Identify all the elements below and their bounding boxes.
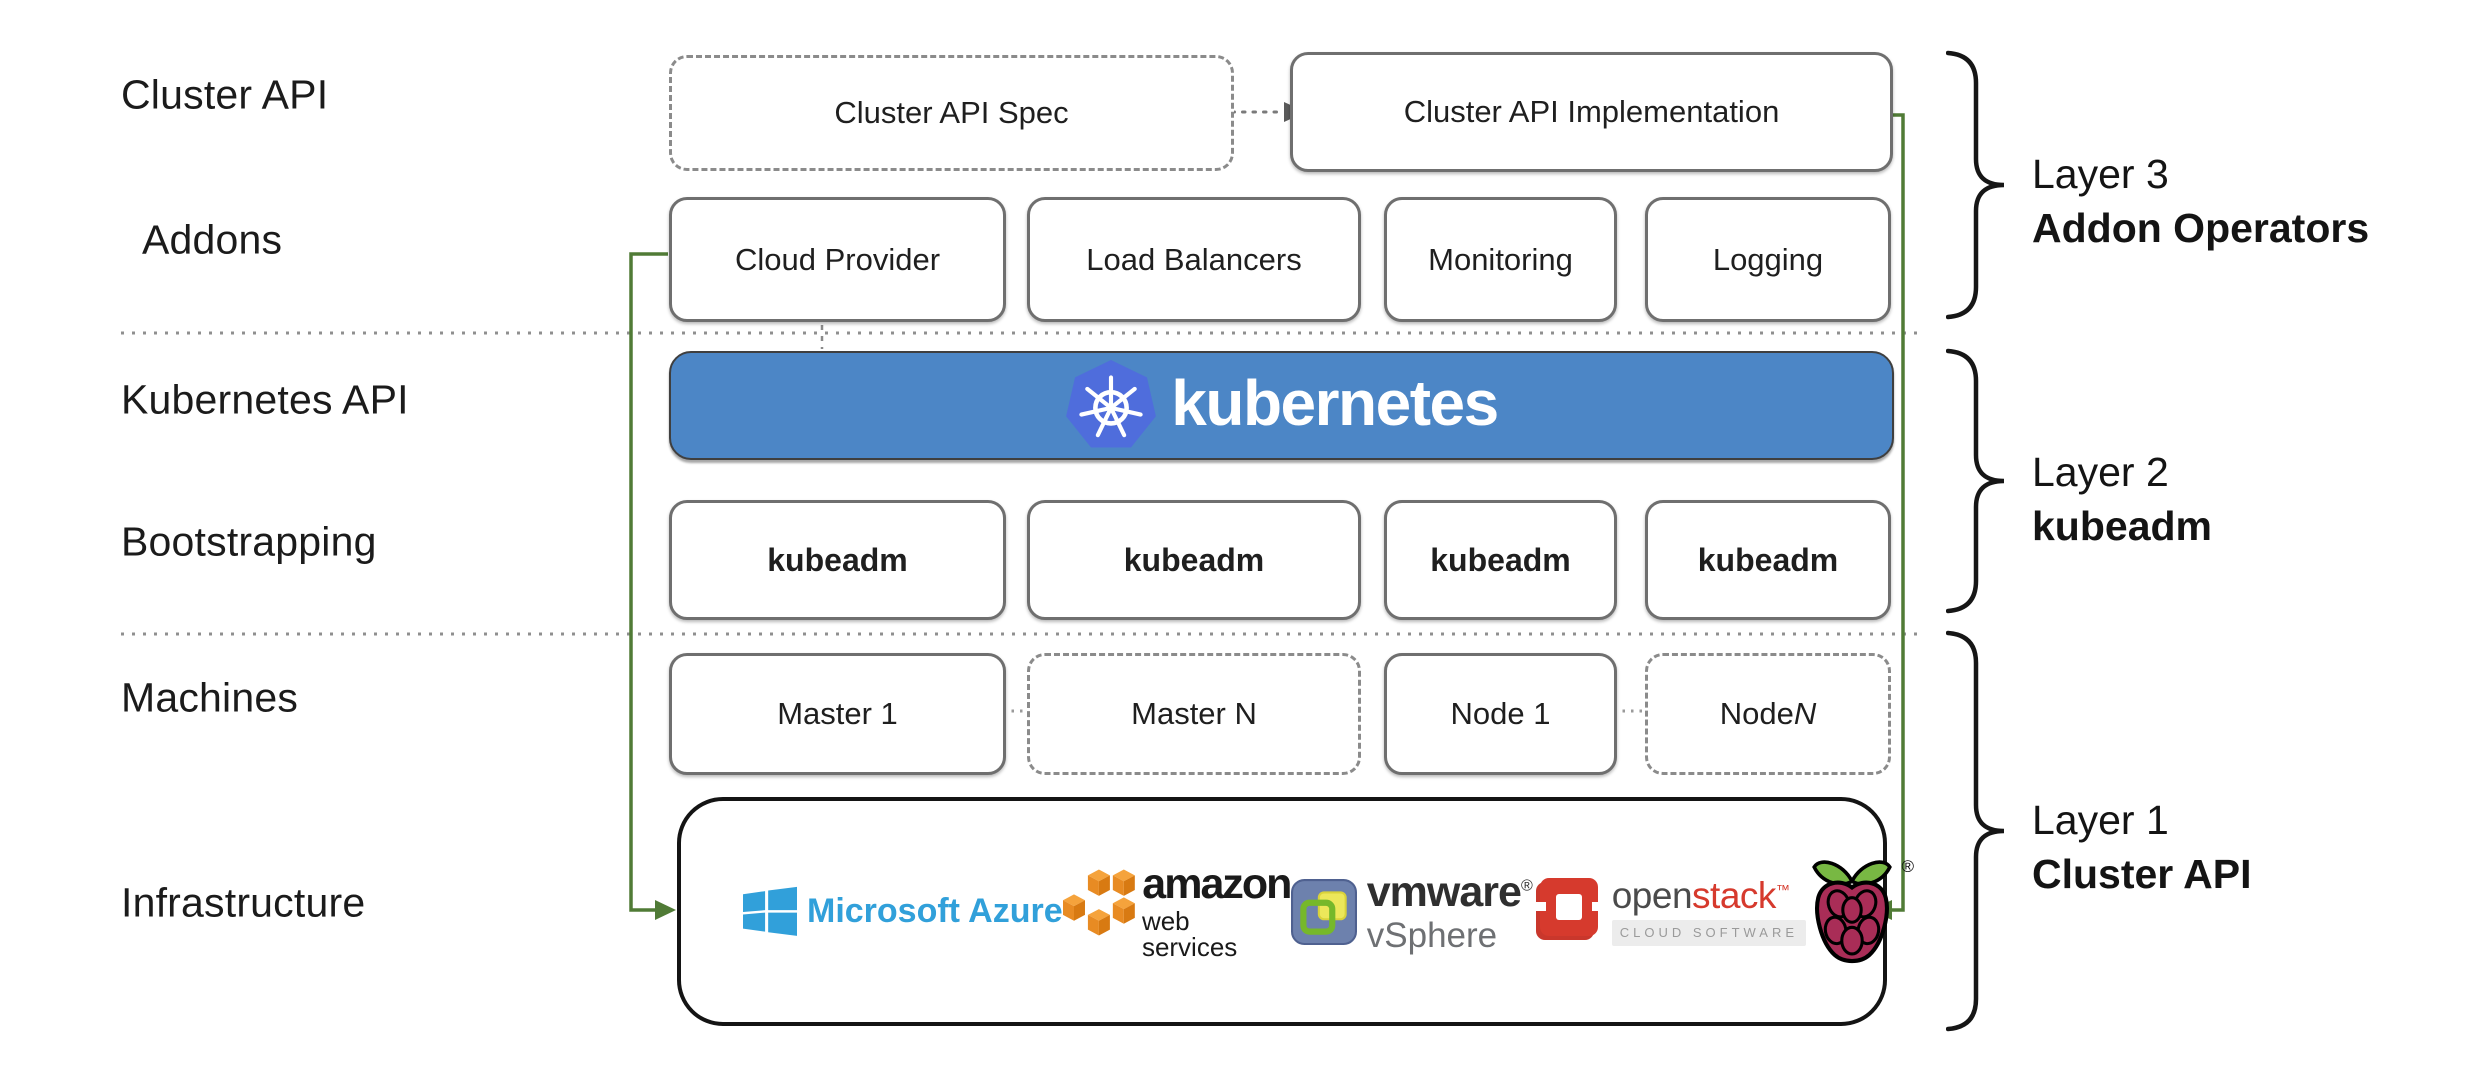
machine-box-node-1: Node 1: [1384, 653, 1617, 775]
kubeadm-box-3: kubeadm: [1384, 500, 1617, 620]
openstack-icon: [1533, 877, 1602, 940]
layer-3-name: Layer 3: [2032, 151, 2169, 197]
microsoft-azure-logo: Microsoft Azure: [743, 886, 1063, 938]
kubernetes-logo-icon: [1066, 359, 1157, 447]
infrastructure-box: Microsoft Azure amazon web services: [677, 797, 1914, 1026]
aws-amazon-label: amazon: [1142, 860, 1292, 908]
row-label-cluster-api: Cluster API: [121, 71, 329, 118]
aws-cubes-icon: [1062, 868, 1135, 935]
vmware-registered-mark: ®: [1520, 877, 1533, 895]
cloud-provider-label: Cloud Provider: [734, 241, 941, 277]
vsphere-icon: [1290, 878, 1357, 945]
row-label-addons: Addons: [142, 216, 283, 263]
addon-box-logging: Logging: [1645, 197, 1891, 322]
kubeadm-box-4: kubeadm: [1645, 500, 1891, 620]
node-1-label: Node 1: [1450, 696, 1551, 731]
kubeadm-label: kubeadm: [1430, 541, 1571, 578]
green-arrowhead-left: [655, 900, 676, 920]
openstack-stack-label: stack: [1692, 875, 1776, 916]
layer-1-bracket: [1946, 630, 2005, 1032]
addon-box-cloud-provider: Cloud Provider: [669, 197, 1006, 322]
cluster-api-spec-label: Cluster API Spec: [834, 95, 1069, 130]
machine-box-master-n: Master N: [1027, 653, 1361, 775]
openstack-trademark: ™: [1775, 881, 1790, 898]
layer-2-label: Layer 2 kubeadm: [2032, 445, 2212, 553]
kubernetes-wordmark: kubernetes: [1171, 366, 1499, 439]
azure-label: Microsoft Azure: [807, 892, 1063, 930]
kubeadm-box-1: kubeadm: [669, 500, 1006, 620]
aws-logo: amazon web services: [1062, 860, 1292, 962]
row-label-bootstrapping: Bootstrapping: [121, 518, 377, 565]
windows-flag-icon: [743, 886, 797, 936]
layer-3-subtitle: Addon Operators: [2032, 205, 2370, 251]
kubeadm-label: kubeadm: [1697, 541, 1839, 578]
layer-2-name: Layer 2: [2032, 449, 2169, 495]
kubeadm-label: kubeadm: [1123, 541, 1265, 578]
layer-1-label: Layer 1 Cluster API: [2032, 793, 2251, 901]
green-connector-left: [629, 252, 668, 912]
row-label-infrastructure: Infrastructure: [121, 879, 366, 926]
layer-1-name: Layer 1: [2032, 797, 2169, 843]
vmware-label: vmware: [1366, 867, 1522, 916]
node-n-label: Node: [1719, 696, 1794, 731]
cluster-api-implementation-box: Cluster API Implementation: [1290, 52, 1893, 172]
raspberry-pi-icon: [1812, 859, 1892, 963]
addon-box-monitoring: Monitoring: [1384, 197, 1617, 322]
machine-box-node-n: Node N: [1645, 653, 1891, 775]
cluster-api-spec-box: Cluster API Spec: [669, 55, 1234, 171]
logging-label: Logging: [1712, 241, 1824, 277]
green-connector-right: [1889, 113, 1905, 912]
kubernetes-banner: kubernetes: [669, 351, 1894, 460]
machine-box-master-1: Master 1: [669, 653, 1006, 775]
layer-3-bracket: [1946, 50, 2005, 320]
layer-3-label: Layer 3 Addon Operators: [2032, 147, 2369, 255]
master-n-label: Master N: [1131, 696, 1257, 731]
row-label-kubernetes-api: Kubernetes API: [121, 376, 409, 423]
monitoring-label: Monitoring: [1428, 241, 1573, 277]
cluster-api-implementation-label: Cluster API Implementation: [1403, 94, 1780, 129]
openstack-tagline: CLOUD SOFTWARE: [1619, 925, 1799, 940]
raspberry-pi-registered-mark: ®: [1901, 856, 1915, 876]
kubeadm-box-2: kubeadm: [1027, 500, 1361, 620]
addon-box-load-balancers: Load Balancers: [1027, 197, 1361, 322]
load-balancers-label: Load Balancers: [1086, 241, 1302, 277]
row-label-machines: Machines: [121, 674, 299, 721]
layer-2-subtitle: kubeadm: [2032, 503, 2212, 549]
layer-2-bracket: [1946, 348, 2005, 614]
openstack-open-label: open: [1611, 875, 1693, 916]
node-n-italic-n: N: [1793, 696, 1817, 731]
vsphere-label: vSphere: [1366, 915, 1498, 955]
layer-1-subtitle: Cluster API: [2032, 851, 2252, 897]
master-1-label: Master 1: [777, 696, 898, 731]
openstack-logo: openstack™ CLOUD SOFTWARE: [1532, 874, 1807, 950]
aws-web-services-label: web services: [1141, 906, 1238, 962]
kubeadm-label: kubeadm: [767, 541, 908, 578]
vmware-vsphere-logo: vmware® vSphere: [1290, 867, 1533, 955]
raspberry-pi-logo: ®: [1806, 849, 1914, 975]
